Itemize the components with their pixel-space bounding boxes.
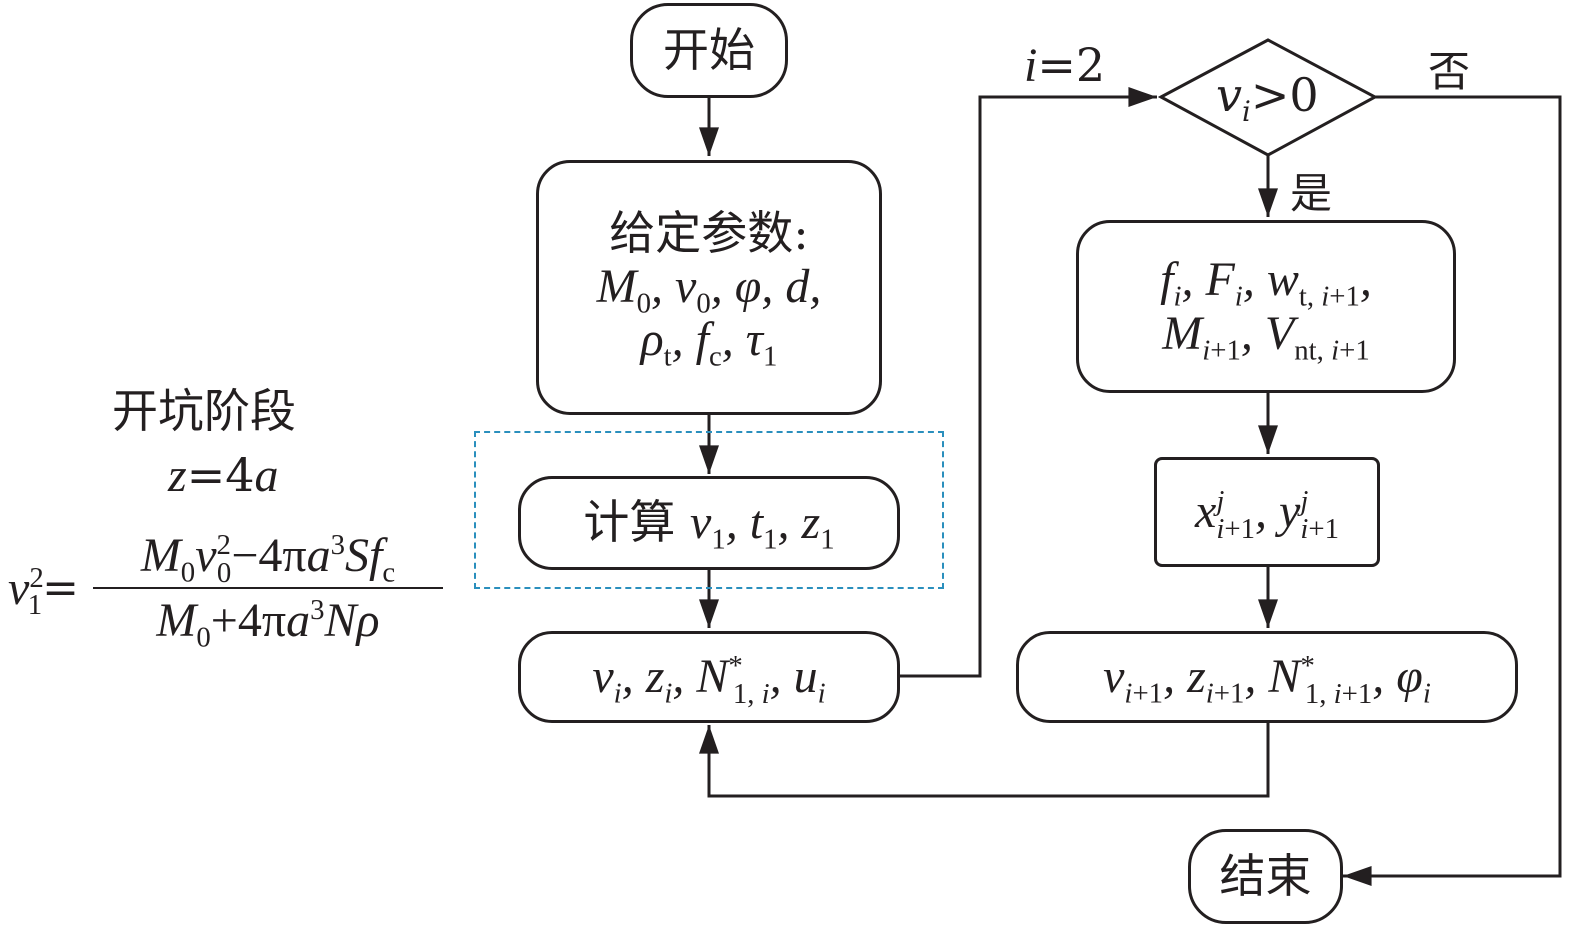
params-node: 给定参数: M0, v0, φ, d, ρt, fc, τ1	[536, 160, 882, 415]
force-line-1: fi, Fi, wt, i+1,	[1160, 252, 1372, 313]
compute-node: 计算 v1, t1, z1	[518, 476, 900, 570]
fraction-bar	[93, 587, 443, 589]
state-node: vi, zi, N*1, i, ui	[518, 631, 900, 723]
decision-condition: vi>0	[1216, 68, 1319, 129]
params-line-1: M0, v0, φ, d,	[596, 259, 822, 320]
velocity-fraction: M0v20−4πa3Sfc M0+4πa3Nρ	[93, 528, 443, 654]
loop-init-label: i=2	[1024, 38, 1106, 92]
loop-init-value: 2	[1075, 38, 1106, 92]
position-node: xji+1, yji+1	[1154, 457, 1380, 567]
velocity-numerator: M0v20−4πa3Sfc	[140, 529, 396, 589]
start-node: 开始	[630, 3, 788, 98]
update-node: vi+1, zi+1, N*1, i+1, φi	[1016, 631, 1518, 723]
end-node: 结束	[1188, 829, 1343, 924]
end-label: 结束	[1219, 848, 1312, 903]
edge-decision-no	[1342, 95, 1562, 886]
velocity-formula: v21= M0v20−4πa3Sfc M0+4πa3Nρ	[8, 528, 443, 654]
stage-eq-coef: 4	[225, 448, 255, 502]
force-line-2: Mi+1, Vnt, i+1	[1162, 306, 1370, 367]
crater-stage-highlight	[474, 431, 944, 589]
edge-vi-decision	[900, 87, 1158, 678]
state-vars: vi, zi, N*1, i, ui	[592, 650, 826, 710]
no-label: 否	[1428, 47, 1471, 96]
compute-vars: v1, t1, z1	[690, 496, 835, 556]
yes-label: 是	[1290, 169, 1333, 218]
start-label: 开始	[663, 22, 755, 77]
params-title: 给定参数:	[609, 205, 809, 260]
params-line-2: ρt, fc, τ1	[640, 313, 778, 373]
stage-equation: z=4a	[168, 448, 279, 502]
compute-label: 计算	[583, 495, 676, 550]
position-vars: xji+1, yji+1	[1195, 485, 1339, 545]
force-node: fi, Fi, wt, i+1, Mi+1, Vnt, i+1	[1076, 220, 1456, 393]
update-vars: vi+1, zi+1, N*1, i+1, φi	[1103, 650, 1431, 710]
velocity-denominator: M0+4πa3Nρ	[156, 594, 380, 654]
edge-loop-back	[699, 722, 1270, 798]
stage-title: 开坑阶段	[112, 384, 296, 438]
compute-text: 计算 v1, t1, z1	[583, 495, 835, 556]
